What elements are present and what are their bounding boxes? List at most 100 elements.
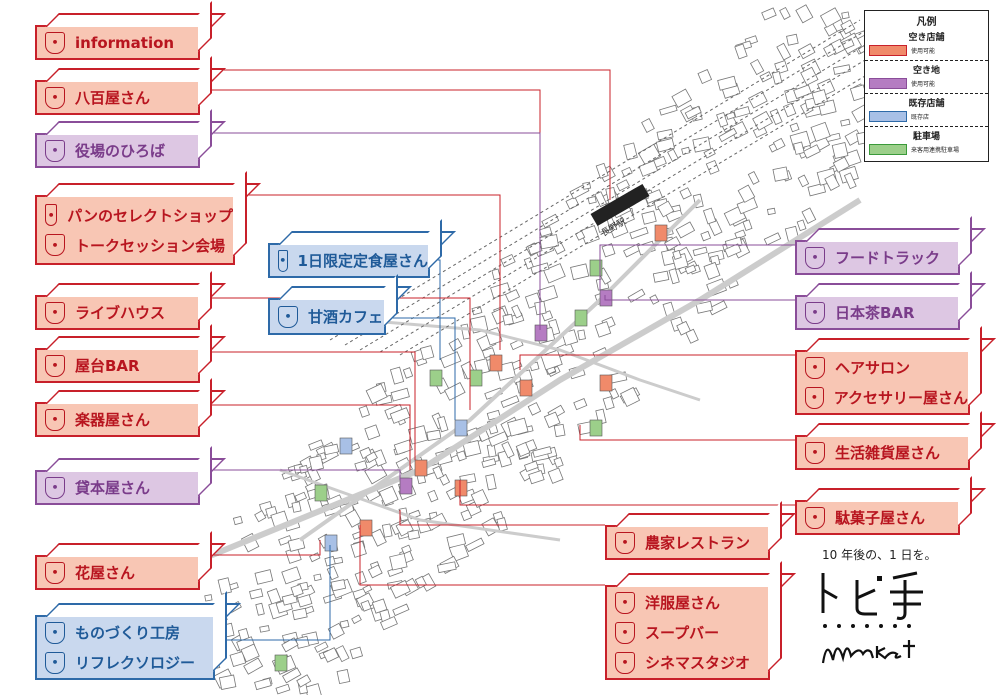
building bbox=[427, 489, 439, 503]
building bbox=[685, 328, 699, 344]
building bbox=[565, 196, 580, 210]
building bbox=[616, 179, 630, 192]
building bbox=[335, 645, 350, 663]
label-box-amazake[interactable]: •甘酒カフェ bbox=[268, 298, 386, 335]
building bbox=[419, 345, 435, 361]
leader-line-nouka bbox=[399, 510, 605, 526]
building bbox=[786, 33, 799, 46]
label-row: •ヘアサロン bbox=[805, 356, 968, 379]
building bbox=[456, 450, 467, 462]
building bbox=[254, 569, 274, 585]
building bbox=[793, 141, 805, 155]
label-row: •八百屋さん bbox=[45, 86, 198, 109]
building bbox=[389, 366, 405, 385]
label-box-kashihon[interactable]: •貸本屋さん bbox=[35, 470, 200, 505]
label-box-dagashi[interactable]: •駄菓子屋さん bbox=[795, 500, 960, 535]
building bbox=[313, 573, 322, 582]
soup-icon: • bbox=[615, 621, 635, 644]
building bbox=[840, 19, 856, 35]
legend-item: 既存店舗既存店 bbox=[865, 94, 988, 127]
building bbox=[779, 6, 791, 20]
building bbox=[294, 491, 308, 503]
leader-line-zakka bbox=[579, 425, 795, 441]
label-text: 楽器屋さん bbox=[75, 411, 151, 429]
highlighted-lot bbox=[654, 224, 668, 242]
legend-heading: 空き店舗 bbox=[908, 33, 945, 43]
label-text: 八百屋さん bbox=[75, 89, 151, 107]
label-box-nihoncha[interactable]: •日本茶BAR bbox=[795, 295, 960, 330]
label-row: •パンのセレクトショップ bbox=[45, 204, 233, 226]
info-icon: • bbox=[45, 31, 65, 54]
building bbox=[460, 323, 471, 340]
leader-line-hiroba bbox=[200, 132, 541, 330]
building bbox=[290, 583, 304, 598]
label-box-pan[interactable]: •パンのセレクトショップ•トークセッション会場 bbox=[35, 195, 235, 265]
label-box-yatai[interactable]: •屋台BAR bbox=[35, 348, 200, 383]
building bbox=[243, 657, 264, 675]
label-box-teishoku[interactable]: •1日限定定食屋さん bbox=[268, 243, 430, 278]
label-row: •生活雑貨屋さん bbox=[805, 441, 968, 464]
building bbox=[390, 387, 410, 402]
building bbox=[486, 443, 497, 458]
label-box-nouka[interactable]: •農家レストラン bbox=[605, 525, 770, 560]
label-text: 甘酒カフェ bbox=[308, 308, 384, 326]
building bbox=[620, 386, 641, 408]
building bbox=[766, 207, 776, 216]
label-box-hiroba[interactable]: •役場のひろば bbox=[35, 133, 200, 168]
label-box-yaoya[interactable]: •八百屋さん bbox=[35, 80, 200, 115]
leader-line-amazake bbox=[386, 317, 456, 420]
label-text: トークセッション会場 bbox=[75, 236, 226, 255]
label-box-gakki[interactable]: •楽器屋さん bbox=[35, 402, 200, 437]
building bbox=[667, 148, 679, 163]
building bbox=[528, 469, 545, 485]
leader-line-hana bbox=[200, 540, 321, 556]
building bbox=[370, 528, 387, 547]
building bbox=[716, 112, 729, 128]
building bbox=[702, 207, 717, 225]
building bbox=[843, 172, 857, 190]
label-box-information[interactable]: •information bbox=[35, 25, 200, 60]
building bbox=[389, 553, 408, 571]
label-text: アクセサリー屋さん bbox=[833, 389, 968, 407]
building bbox=[402, 367, 414, 379]
highlighted-lot bbox=[454, 479, 468, 497]
building bbox=[774, 60, 789, 75]
building bbox=[832, 156, 850, 173]
building bbox=[796, 219, 807, 232]
building bbox=[204, 594, 213, 602]
plate-icon: • bbox=[615, 531, 635, 554]
label-box-youfuku[interactable]: •洋服屋さん•スープバー•シネマスタジオ bbox=[605, 585, 770, 680]
label-text: シネマスタジオ bbox=[645, 654, 751, 672]
tea-icon: • bbox=[805, 301, 825, 324]
building bbox=[772, 166, 789, 182]
building bbox=[718, 127, 738, 143]
label-box-hana[interactable]: •花屋さん bbox=[35, 555, 200, 590]
building bbox=[501, 441, 515, 459]
label-text: 洋服屋さん bbox=[645, 594, 721, 612]
label-box-hair[interactable]: •ヘアサロン •アクセサリー屋さん bbox=[795, 350, 970, 415]
building bbox=[543, 411, 561, 429]
building bbox=[281, 593, 298, 606]
label-box-zakka[interactable]: •生活雑貨屋さん bbox=[795, 435, 970, 470]
building bbox=[752, 110, 773, 131]
label-row: •アクセサリー屋さん bbox=[805, 386, 968, 409]
station-building bbox=[590, 183, 650, 227]
label-row: •フードトラック bbox=[805, 246, 958, 269]
building bbox=[365, 383, 388, 405]
building bbox=[582, 181, 592, 190]
label-box-live[interactable]: •ライブハウス bbox=[35, 295, 200, 330]
building bbox=[308, 455, 325, 472]
label-box-food[interactable]: •フードトラック bbox=[795, 240, 960, 275]
building bbox=[462, 440, 482, 458]
label-row: •役場のひろば bbox=[45, 139, 198, 162]
legend-heading: 駐車場 bbox=[912, 132, 940, 142]
legend-note: 使用可能 bbox=[911, 81, 936, 88]
label-box-monozukuri[interactable]: •ものづくり工房•リフレクソロジー bbox=[35, 615, 215, 680]
leader-line-yatai bbox=[200, 351, 416, 460]
building bbox=[697, 69, 713, 84]
building bbox=[641, 210, 657, 225]
building bbox=[703, 261, 721, 280]
building bbox=[309, 552, 321, 563]
building bbox=[306, 466, 322, 483]
